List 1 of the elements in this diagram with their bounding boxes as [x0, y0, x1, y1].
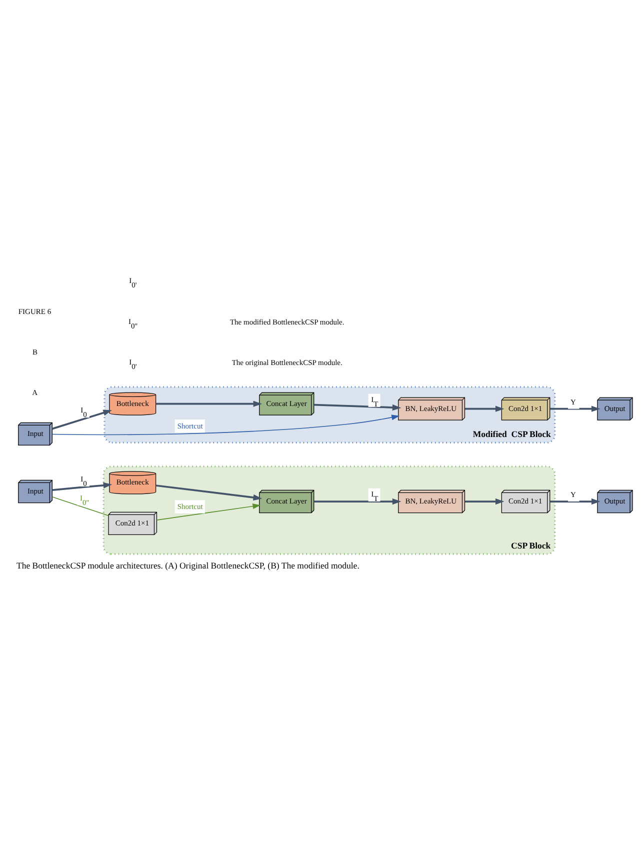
caption: The BottleneckCSP module architectures. (A) Original BottleneckCSP, (B) The modified module. — [16, 560, 360, 570]
